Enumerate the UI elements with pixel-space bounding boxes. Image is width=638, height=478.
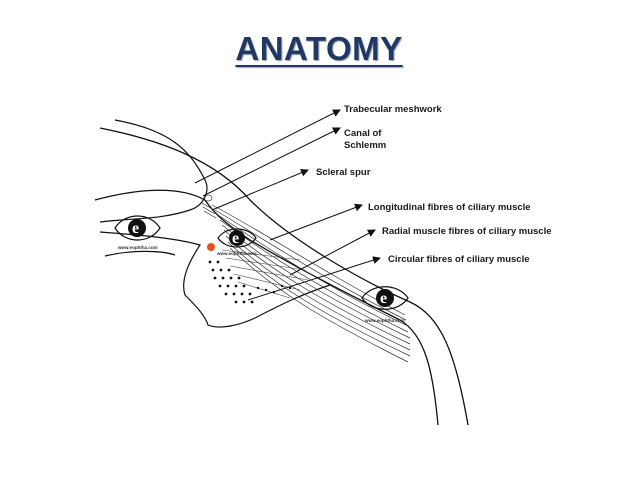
watermark-logo-right: e www.eophtha.com [361,286,409,323]
trabecular-meshwork [201,194,217,219]
sclera-outline [94,127,469,426]
cornea-curve [99,119,208,223]
watermark-logo-center: e www.eophtha.com [207,228,257,256]
ciliary-body-outline [99,231,331,328]
watermark-logo-letter: e [232,230,239,247]
label-canal-of-schlemm-line1: Canal of [344,128,382,139]
label-longitudinal-fibres: Longitudinal fibres of ciliary muscle [368,202,531,213]
watermark-logo-letter: e [380,290,387,307]
watermark-url: www.eophtha.com [364,318,405,323]
watermark-logo-left: e www.eophtha.com [114,215,161,250]
watermark-url: www.eophtha.com [216,251,257,256]
watermark-url: www.eophtha.com [117,245,158,250]
circular-fibres-dots [208,260,292,304]
label-canal-of-schlemm-line2: Schlemm [344,140,386,151]
label-arrows [194,109,381,301]
label-radial-fibres: Radial muscle fibres of ciliary muscle [382,226,552,237]
label-circular-fibres: Circular fibres of ciliary muscle [388,254,530,265]
watermark-logo-letter: e [132,220,139,237]
label-scleral-spur: Scleral spur [316,167,371,178]
radial-fibres [221,249,309,299]
label-trabecular-meshwork: Trabecular meshwork [344,104,442,115]
slide-title: ANATOMY [235,30,403,67]
longitudinal-fibres [211,204,411,363]
